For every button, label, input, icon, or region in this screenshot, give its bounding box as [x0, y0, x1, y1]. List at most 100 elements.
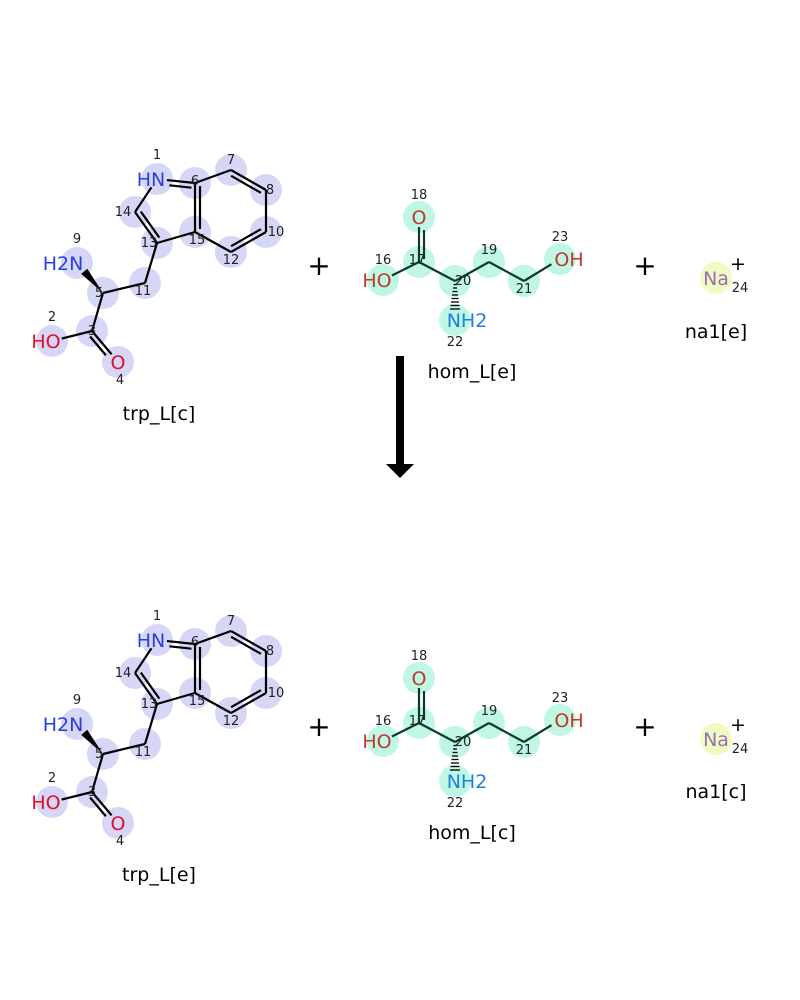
atom-index: 24 — [732, 742, 749, 757]
product-name-trp: trp_L[e] — [122, 864, 196, 886]
atom-index: 20 — [455, 274, 472, 289]
bond — [102, 742, 146, 756]
plus-sign: + — [307, 249, 330, 282]
double-bond — [169, 184, 192, 189]
wedge-bond — [81, 268, 103, 293]
bond — [391, 722, 420, 738]
atom-label-2: HO — [31, 331, 60, 353]
atom-index: 19 — [481, 243, 498, 258]
reactant-name-trp: trp_L[c] — [123, 403, 196, 425]
atom-index: 20 — [455, 735, 472, 750]
bond — [488, 722, 525, 743]
bond — [418, 722, 456, 743]
atom-index: 6 — [191, 635, 199, 650]
bond — [166, 639, 196, 646]
plus-sign: + — [307, 710, 330, 743]
atom-highlight — [544, 243, 576, 275]
atom-index: 13 — [141, 236, 158, 251]
bond — [102, 281, 146, 295]
atom-index: 1 — [153, 148, 161, 163]
bond — [488, 261, 525, 282]
double-bond — [169, 645, 192, 650]
atom-highlight — [700, 723, 732, 755]
atom-highlight — [439, 765, 471, 797]
bond — [91, 330, 113, 356]
double-bond — [89, 796, 107, 817]
atom-index: 2 — [48, 771, 56, 786]
bond — [61, 329, 93, 340]
atom-highlight — [403, 201, 435, 233]
atom-index: 18 — [411, 649, 428, 664]
atom-index: 4 — [116, 373, 124, 388]
atom-index: 13 — [141, 697, 158, 712]
double-bond — [89, 335, 107, 356]
atom-index: 23 — [552, 230, 569, 245]
atom-index: 16 — [375, 714, 392, 729]
atom-index: 14 — [115, 205, 132, 220]
bond — [194, 692, 232, 714]
atom-index: 14 — [115, 666, 132, 681]
atom-highlight — [141, 163, 173, 195]
atom-index: 15 — [189, 694, 206, 709]
atom-index: 21 — [516, 743, 533, 758]
atom-highlight — [36, 325, 68, 357]
atom-highlight — [367, 264, 399, 296]
bond — [143, 242, 159, 284]
atom-label-4: O — [111, 352, 126, 374]
product-name-hom: hom_L[c] — [428, 822, 516, 844]
bond — [134, 186, 153, 213]
atom-label-4: O — [111, 813, 126, 835]
atom-label-23: OH — [554, 710, 583, 732]
atom-index: 7 — [227, 614, 235, 629]
bond — [61, 790, 93, 801]
atom-index: 24 — [732, 281, 749, 296]
bond — [166, 178, 196, 185]
atom-index: 6 — [191, 174, 199, 189]
atom-index: 8 — [266, 644, 274, 659]
charge-label: + — [730, 253, 746, 275]
bond — [230, 169, 267, 191]
atom-label-16: HO — [362, 270, 391, 292]
atom-index: 7 — [227, 153, 235, 168]
bond — [134, 647, 153, 674]
plus-sign: + — [633, 710, 656, 743]
atom-index: 10 — [268, 225, 285, 240]
atom-index: 18 — [411, 188, 428, 203]
bond — [90, 292, 105, 332]
atom-index: 15 — [189, 233, 206, 248]
reactant-molecule-na: Na+24 — [700, 253, 748, 296]
atom-index: 5 — [95, 747, 103, 762]
atom-label-24: Na — [703, 268, 729, 290]
atom-index: 22 — [447, 335, 464, 350]
atom-index: 11 — [135, 745, 152, 760]
bond — [523, 263, 553, 282]
bond — [90, 753, 105, 793]
atom-index: 17 — [409, 714, 426, 729]
plus-sign: + — [633, 249, 656, 282]
bond — [134, 211, 158, 244]
atom-label-23: OH — [554, 249, 583, 271]
atom-label-18: O — [412, 207, 427, 229]
atom-index: 9 — [73, 232, 81, 247]
atom-label-2: HO — [31, 792, 60, 814]
double-bond — [230, 689, 262, 709]
atom-label-22: NH2 — [447, 310, 488, 332]
bond — [143, 703, 159, 745]
bond — [391, 261, 420, 277]
atom-index: 2 — [48, 310, 56, 325]
atom-label-9: H2N — [43, 714, 84, 736]
atom-label-16: HO — [362, 731, 391, 753]
bond — [230, 231, 267, 253]
wedge-bond — [81, 729, 103, 754]
bond — [454, 722, 490, 743]
atom-index: 16 — [375, 253, 392, 268]
atom-highlight — [141, 624, 173, 656]
atom-index: 23 — [552, 691, 569, 706]
atom-index: 17 — [409, 253, 426, 268]
